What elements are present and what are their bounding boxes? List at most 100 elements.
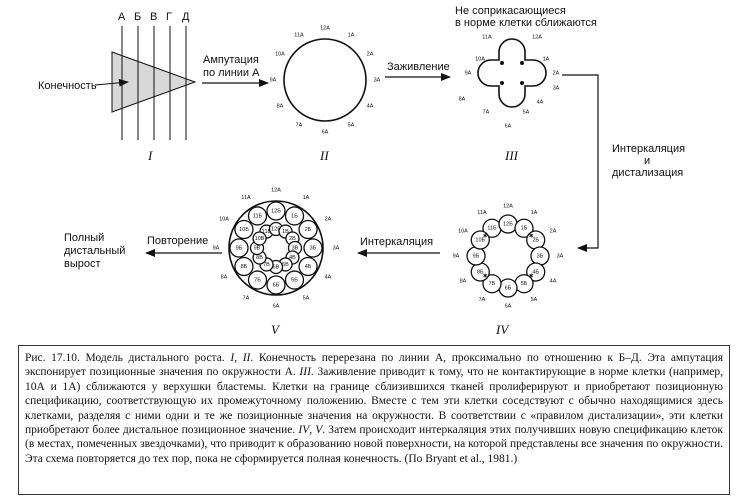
caption-text: , bbox=[309, 424, 316, 437]
cell bbox=[234, 256, 254, 277]
position-label: 10A bbox=[219, 216, 229, 222]
position-label: 9A bbox=[453, 253, 460, 259]
position-label: 8A bbox=[460, 278, 467, 284]
cell-label: 3В bbox=[292, 245, 299, 251]
position-label: 7A bbox=[479, 297, 486, 303]
cell bbox=[298, 219, 318, 240]
position-label: 12A bbox=[503, 203, 513, 209]
position-label: 3A bbox=[553, 85, 560, 91]
cell-label: 7В bbox=[263, 262, 270, 268]
line-letter-d: Д bbox=[182, 11, 190, 23]
contact-dot bbox=[520, 81, 524, 85]
limb-pointer bbox=[94, 78, 129, 87]
position-label: 1A bbox=[531, 210, 538, 216]
position-label: 12A bbox=[532, 34, 542, 40]
stage-3-blastema: Не соприкасающиеся в норме клетки сближа… bbox=[455, 5, 597, 163]
position-label: 8A bbox=[277, 103, 284, 109]
roman-3: III bbox=[504, 148, 519, 163]
position-label: 2A bbox=[367, 51, 374, 57]
cell-label: 4В bbox=[289, 255, 296, 261]
cell-label: 4Б bbox=[305, 264, 312, 270]
position-label: 10A bbox=[475, 56, 485, 62]
intercal-distal-arrow bbox=[562, 74, 599, 252]
cell-label: 11Б bbox=[487, 226, 497, 232]
cell-label: 12Б bbox=[503, 221, 513, 227]
cell-label: 8В bbox=[256, 255, 263, 261]
position-label: 11A bbox=[477, 210, 487, 216]
stage-3-note-2: в норме клетки сближаются bbox=[455, 17, 597, 29]
cell-label: 11Б bbox=[253, 213, 263, 219]
position-label: 4A bbox=[537, 99, 544, 105]
cell-label: 1Б bbox=[291, 213, 298, 219]
caption-text: , bbox=[234, 352, 243, 364]
intercalation-asterisk: ✱ bbox=[529, 232, 534, 239]
position-label: 7A bbox=[483, 109, 490, 115]
cell bbox=[284, 270, 305, 290]
cell-label: 7Б bbox=[254, 277, 261, 283]
arrow-repeat: Повторение bbox=[145, 235, 222, 257]
position-label: 1A bbox=[348, 32, 355, 38]
cell-label: 3Б bbox=[310, 245, 317, 251]
intercalation-asterisk: ✱ bbox=[529, 272, 534, 279]
cell bbox=[526, 262, 546, 282]
intercal-distal-label-2: и bbox=[644, 155, 650, 167]
cell-label: 6Б bbox=[273, 282, 280, 288]
contact-dot bbox=[520, 61, 524, 65]
cell-label: 12В bbox=[271, 226, 281, 232]
contact-dot bbox=[500, 81, 504, 85]
intercalation-asterisk: ✱ bbox=[483, 272, 488, 279]
result-line-3: вырост bbox=[64, 258, 101, 270]
cell-label: 5Б bbox=[521, 281, 528, 287]
cell bbox=[284, 206, 305, 226]
roman-4: IV bbox=[495, 322, 510, 337]
arrow-amputation: Ампутация по линии А bbox=[202, 54, 269, 87]
stage-3-outline bbox=[477, 38, 547, 108]
position-label: 12A bbox=[271, 187, 281, 193]
healing-label: Заживление bbox=[387, 61, 450, 73]
caption-roman: II bbox=[242, 352, 251, 364]
position-label: 12A bbox=[320, 25, 330, 31]
cell-label: 9Б bbox=[473, 253, 480, 259]
cell-label: 8Б bbox=[477, 269, 484, 275]
position-label: 4A bbox=[325, 274, 332, 280]
position-label: 2A bbox=[325, 216, 332, 222]
cell-label: 6В bbox=[273, 264, 280, 270]
cell bbox=[298, 256, 318, 277]
caption-roman: I bbox=[230, 352, 235, 364]
arrow-healing: Заживление bbox=[385, 61, 451, 81]
cell-label: 10Б bbox=[475, 237, 485, 243]
cell bbox=[303, 238, 323, 258]
intercal-distal-label-3: дистализация bbox=[612, 167, 683, 179]
position-label: 10A bbox=[275, 51, 285, 57]
caption-text: . Затем происходит интеркаляция этих пол… bbox=[25, 424, 723, 465]
cell-label: 12Б bbox=[271, 208, 281, 214]
position-label: 5A bbox=[531, 297, 538, 303]
position-label: 9A bbox=[213, 245, 220, 251]
position-label: 6A bbox=[505, 303, 512, 309]
amputation-label-1: Ампутация bbox=[203, 54, 259, 66]
cell-label: 6Б bbox=[505, 285, 512, 291]
position-label: 4A bbox=[550, 278, 557, 284]
roman-1: I bbox=[147, 148, 153, 163]
limb-label: Конечность bbox=[38, 80, 97, 92]
line-letter-v: В bbox=[150, 11, 157, 23]
cell-label: 5В bbox=[282, 262, 289, 268]
cell-label: 11В bbox=[262, 229, 272, 235]
cell-label: 2Б bbox=[532, 237, 539, 243]
cell-label: 8Б bbox=[241, 264, 248, 270]
position-label: 9A bbox=[270, 77, 277, 83]
position-label: 5A bbox=[303, 296, 310, 302]
position-label: 5A bbox=[348, 122, 355, 128]
amputation-label-2: по линии А bbox=[203, 67, 260, 79]
line-letter-a: А bbox=[118, 11, 126, 23]
roman-2: II bbox=[319, 148, 329, 163]
caption-roman: V bbox=[315, 424, 323, 437]
caption-text: . Конечность перерезана по линии А, прок… bbox=[25, 352, 723, 379]
cell-label: 3Б bbox=[537, 253, 544, 259]
position-label: 6A bbox=[505, 123, 512, 129]
caption-text: Рис. 17.10. Модель дистального роста. bbox=[25, 352, 231, 364]
position-label: 3A bbox=[374, 77, 381, 83]
position-label: 11A bbox=[482, 34, 492, 40]
